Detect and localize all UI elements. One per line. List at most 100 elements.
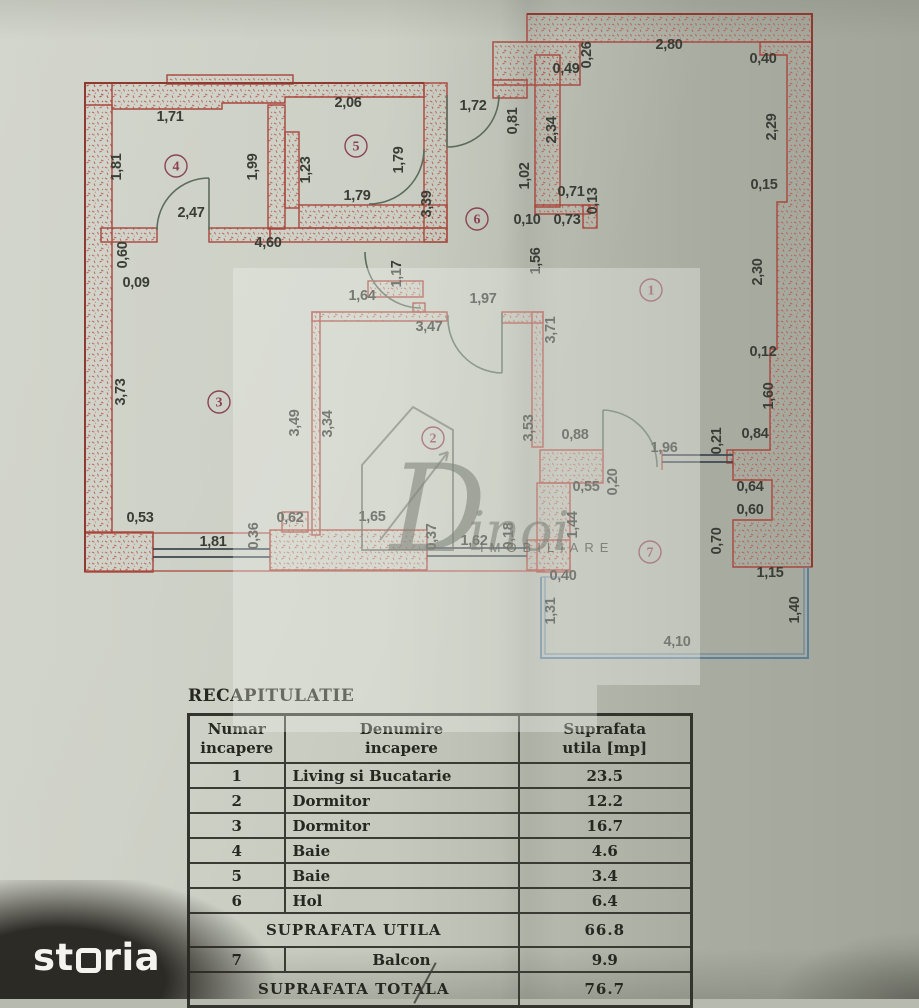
dimension-label: 1,97 xyxy=(469,291,496,307)
door-arcs-group xyxy=(156,94,658,468)
total-label-cell: SUPRAFATA TOTALA xyxy=(187,971,520,1008)
dimension-label: 3,34 xyxy=(320,410,336,437)
room-number: 4 xyxy=(164,154,188,178)
room-area-cell: 3.4 xyxy=(517,862,693,889)
dimension-label: 1,60 xyxy=(761,382,777,409)
dimension-label: 1,62 xyxy=(460,533,487,549)
room-number: 7 xyxy=(638,540,662,564)
dimension-label: 0,71 xyxy=(557,184,584,200)
subtotal-label-cell: SUPRAFATA UTILA xyxy=(187,912,520,948)
dimension-label: 1,79 xyxy=(391,146,407,173)
dimension-label: 2,80 xyxy=(655,37,682,53)
room-number: 6 xyxy=(465,207,489,231)
dimension-label: 0,60 xyxy=(736,502,763,518)
room-number-cell: 5 xyxy=(187,862,286,889)
dimension-label: 1,79 xyxy=(343,188,370,204)
room-number-cell: 2 xyxy=(187,787,286,814)
room-number-cell: 4 xyxy=(187,837,286,864)
room-name-cell: Baie xyxy=(283,837,520,864)
svg-text:2: 2 xyxy=(430,432,437,447)
room-number-cell: 7 xyxy=(187,946,286,973)
dimension-label: 0,70 xyxy=(709,527,725,554)
svg-text:4: 4 xyxy=(173,160,180,175)
dimension-label: 0,88 xyxy=(561,427,588,443)
dimension-label: 3,47 xyxy=(415,319,442,335)
dimension-label: 1,71 xyxy=(156,109,183,125)
dimension-label: 0,13 xyxy=(585,187,601,214)
storia-logo-right: ria xyxy=(102,936,161,979)
svg-text:1: 1 xyxy=(648,284,655,299)
outer-edge-lines xyxy=(84,13,813,572)
dimension-label: 0,81 xyxy=(505,107,521,134)
dimension-label: 1,81 xyxy=(199,534,226,550)
room-area-cell: 4.6 xyxy=(517,837,693,864)
room-area-cell: 6.4 xyxy=(517,887,693,914)
dimension-label: 3,53 xyxy=(521,414,537,441)
dimension-label: 3,73 xyxy=(113,378,129,405)
dimension-label: 0,60 xyxy=(115,241,131,268)
dimension-label: 0,64 xyxy=(736,479,763,495)
room-number-cell: 6 xyxy=(187,887,286,914)
room-name-cell: Balcon xyxy=(283,946,520,973)
room-name-cell: Dormitor xyxy=(283,787,520,814)
dimension-label: 1,23 xyxy=(298,156,314,183)
dimension-label: 1,15 xyxy=(756,565,783,581)
dimension-label: 3,39 xyxy=(419,190,435,217)
dimension-label: 1,65 xyxy=(358,509,385,525)
svg-text:5: 5 xyxy=(353,140,360,155)
dimension-label: 1,81 xyxy=(109,153,125,180)
room-area-cell: 12.2 xyxy=(517,787,693,814)
dimension-label: 2,30 xyxy=(750,258,766,285)
dimension-label: 0,10 xyxy=(513,212,540,228)
dimension-label: 0,15 xyxy=(750,177,777,193)
room-number: 2 xyxy=(421,426,445,450)
dimension-label: 1,17 xyxy=(389,260,405,287)
dimension-label: 2,06 xyxy=(334,95,361,111)
dimension-label: 0,18 xyxy=(501,522,517,549)
dimension-label: 1,44 xyxy=(565,511,581,538)
svg-text:6: 6 xyxy=(474,213,481,228)
dimension-label: 1,72 xyxy=(459,98,486,114)
room-number: 5 xyxy=(344,134,368,158)
dimension-label: 0,26 xyxy=(579,41,595,68)
dimension-label: 3,49 xyxy=(287,409,303,436)
dimension-label: 0,09 xyxy=(122,275,149,291)
recap-title: RECAPITULATIE xyxy=(188,686,355,706)
subtotal-value-cell: 66.8 xyxy=(517,912,693,948)
dimension-label: 0,62 xyxy=(276,510,303,526)
dimension-label: 1,31 xyxy=(543,597,559,624)
dimension-label: 0,12 xyxy=(749,344,776,360)
room-name-cell: Dormitor xyxy=(283,812,520,839)
dimension-label: 2,29 xyxy=(764,113,780,140)
balcony-outline xyxy=(540,567,809,659)
dimension-label: 0,73 xyxy=(553,212,580,228)
walls-group xyxy=(84,13,813,573)
dimension-label: 0,40 xyxy=(549,568,576,584)
dimension-label: 4,10 xyxy=(663,634,690,650)
dimension-label: 2,34 xyxy=(544,116,560,143)
dimension-label: 0,84 xyxy=(741,426,768,442)
dimension-label: 0,20 xyxy=(605,468,621,495)
room-number-cell: 3 xyxy=(187,812,286,839)
svg-text:3: 3 xyxy=(216,396,223,411)
total-value-cell: 76.7 xyxy=(517,971,693,1008)
room-name-cell: Hol xyxy=(283,887,520,914)
dimension-label: 1,64 xyxy=(348,288,375,304)
dimension-label: 1,40 xyxy=(787,596,803,623)
dimension-label: 3,71 xyxy=(543,316,559,343)
dimension-label: 0,40 xyxy=(749,51,776,67)
dimension-label: 1,02 xyxy=(517,162,533,189)
room-number-cell: 1 xyxy=(187,762,286,789)
dimension-label: 1,99 xyxy=(245,153,261,180)
room-area-cell: 23.5 xyxy=(517,762,693,789)
room-area-cell: 9.9 xyxy=(517,946,693,973)
svg-text:7: 7 xyxy=(647,546,654,561)
dimension-label: 0,49 xyxy=(552,61,579,77)
room-name-cell: Baie xyxy=(283,862,520,889)
dimension-label: 0,53 xyxy=(126,510,153,526)
